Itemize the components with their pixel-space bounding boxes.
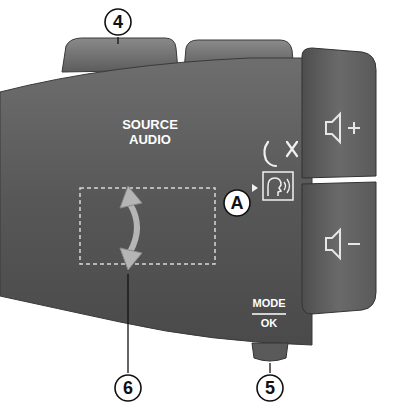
button-label: MODE [239, 297, 299, 310]
callout-ring [257, 375, 283, 401]
callout-number: A [231, 194, 244, 212]
callout-number: 6 [123, 379, 133, 397]
callout-ring [115, 375, 141, 401]
callout-number: 4 [113, 13, 123, 31]
callout-circle: 4 [104, 8, 132, 36]
callout-number: 5 [265, 379, 275, 397]
callout-circle: A [223, 189, 251, 217]
button-label: OK [239, 317, 299, 330]
button-label: SOURCE AUDIO [107, 118, 193, 148]
callout-ring [224, 190, 250, 216]
callout-ring [105, 9, 131, 35]
callout-circle: 5 [256, 374, 284, 402]
callout-circle: 6 [114, 374, 142, 402]
